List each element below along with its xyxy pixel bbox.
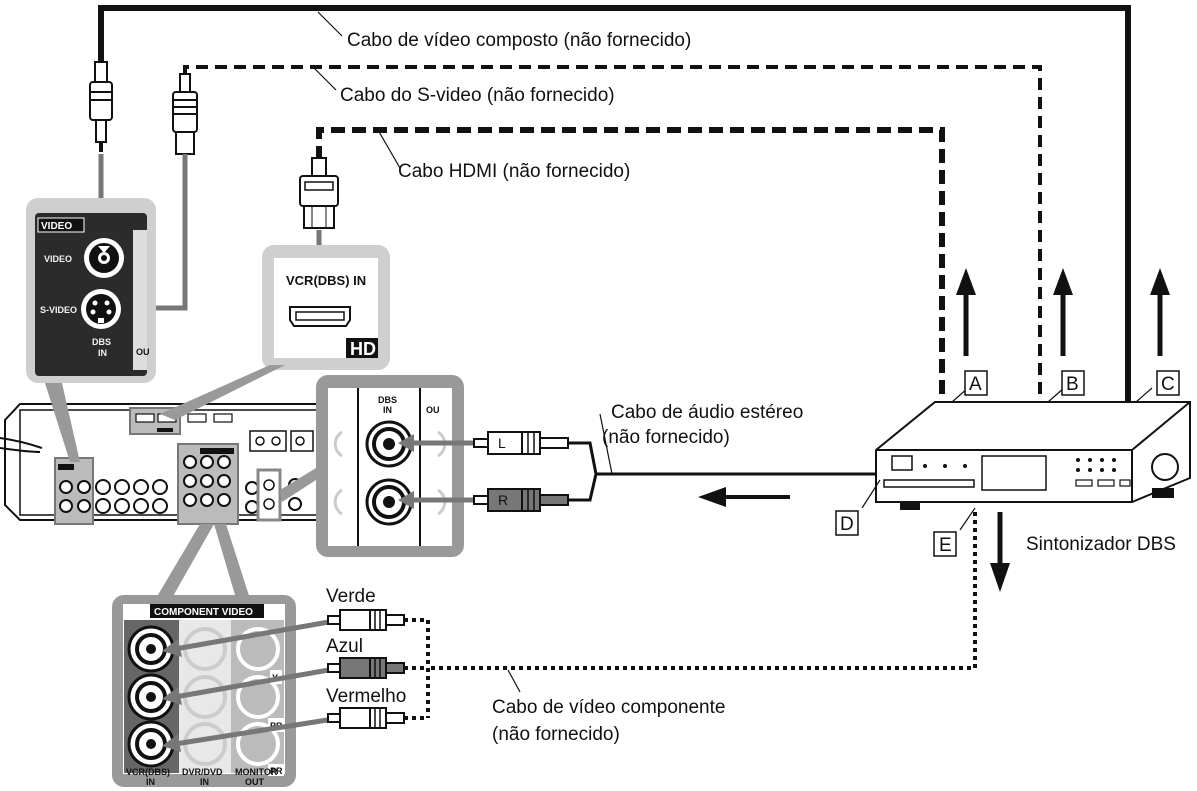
component-cable xyxy=(404,512,977,720)
marker-d: D xyxy=(840,514,854,535)
component-plug-green xyxy=(327,609,405,631)
plug-l-label: L xyxy=(498,435,506,451)
hdmi-cable-label: Cabo HDMI (não fornecido) xyxy=(398,161,630,182)
svideo-cable-label: Cabo do S-video (não fornecido) xyxy=(340,85,615,106)
hdmi-plug xyxy=(299,157,339,229)
composite-cable-label: Cabo de vídeo composto (não fornecido) xyxy=(347,30,691,51)
marker-b: B xyxy=(1066,374,1079,395)
device-name-label: Sintonizador DBS xyxy=(1026,534,1176,555)
audio-dbs-label: DBS xyxy=(378,395,397,405)
component-panel-title: COMPONENT VIDEO xyxy=(154,607,253,618)
color-blue-label: Azul xyxy=(326,636,363,657)
color-green-label: Verde xyxy=(326,586,376,607)
component-cable-label-2: (não fornecido) xyxy=(492,724,620,745)
hd-badge: HD xyxy=(350,339,376,359)
svideo-cable xyxy=(183,65,1042,402)
audio-cable xyxy=(568,441,878,502)
audio-plug-l: L xyxy=(473,431,569,455)
video-panel-title: VIDEO xyxy=(41,221,72,232)
audio-plug-r: R xyxy=(473,488,569,512)
composite-cable xyxy=(98,5,1131,402)
col-vcr-in-label: IN xyxy=(146,777,155,787)
svideo-plug xyxy=(172,73,198,155)
receiver-rear-panel xyxy=(0,403,381,525)
audio-input-panel: DBS IN OU xyxy=(316,375,464,557)
marker-e: E xyxy=(939,535,952,556)
component-plug-red xyxy=(327,707,405,729)
hdmi-input-panel: VCR(DBS) IN HD xyxy=(262,245,390,370)
video-jack-label: VIDEO xyxy=(44,254,72,264)
col-monitor-out-label: OUT xyxy=(245,777,265,787)
hdmi-cable xyxy=(316,127,945,402)
dbs-tuner xyxy=(875,401,1191,510)
component-plug-blue xyxy=(327,657,405,679)
col-dvr-label: DVR/DVD xyxy=(182,767,223,777)
audio-out-label: OU xyxy=(426,405,440,415)
col-vcr-label: VCR(DBS) xyxy=(126,767,170,777)
audio-cable-label-1: Cabo de áudio estéreo xyxy=(611,402,803,423)
dbs-in-label: IN xyxy=(98,348,107,358)
marker-c: C xyxy=(1161,374,1175,395)
col-dvr-in-label: IN xyxy=(200,777,209,787)
svideo-jack-label: S-VIDEO xyxy=(40,305,77,315)
dbs-label: DBS xyxy=(92,337,111,347)
video-input-panel: VIDEO VIDEO S-VIDEO DBS IN OU xyxy=(26,198,156,383)
audio-cable-label-2: (não fornecido) xyxy=(602,427,730,448)
pr-label: PR xyxy=(270,766,283,776)
marker-a: A xyxy=(969,374,982,395)
plug-r-label: R xyxy=(498,492,508,508)
hdmi-input-label: VCR(DBS) IN xyxy=(286,273,366,288)
audio-dbs-in-label: IN xyxy=(383,405,392,415)
out-label: OU xyxy=(136,347,150,357)
color-red-label: Vermelho xyxy=(326,686,406,707)
composite-plug xyxy=(89,61,113,152)
component-cable-label-1: Cabo de vídeo componente xyxy=(492,697,725,718)
col-monitor-label: MONITOR xyxy=(235,767,278,777)
